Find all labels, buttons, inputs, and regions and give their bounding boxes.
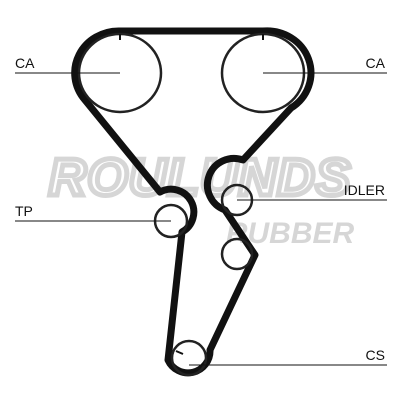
crankshaft-timing-mark xyxy=(175,350,184,355)
idler-label: IDLER xyxy=(344,182,385,198)
crankshaft-circle xyxy=(170,339,208,377)
camshaft-left-label: CA xyxy=(15,55,35,71)
labels: CA CA IDLER TP CS xyxy=(15,55,386,363)
tensioner-label: TP xyxy=(15,203,33,219)
camshaft-right-label: CA xyxy=(366,55,386,71)
crankshaft-pulley xyxy=(170,339,208,377)
watermark: ROULUNDS RUBBER xyxy=(46,147,354,251)
lower-idler-pulley xyxy=(220,237,254,271)
watermark-line1: ROULUNDS xyxy=(49,149,352,207)
crankshaft-label: CS xyxy=(366,347,385,363)
label-lines xyxy=(15,72,387,366)
